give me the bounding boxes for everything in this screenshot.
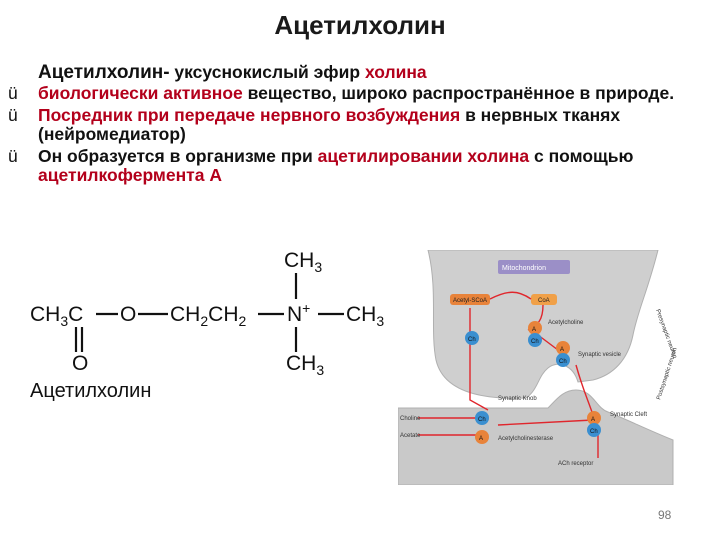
formula-nitrogen: N+ bbox=[287, 300, 310, 326]
synaptic-vesicle-molecule: A Ch bbox=[556, 341, 570, 367]
acetyl-scoa-label: Acetyl-SCoA bbox=[453, 298, 487, 304]
svg-text:A: A bbox=[532, 327, 536, 333]
formula-bottom-ch3: CH3 bbox=[286, 352, 324, 378]
definition-text: уксуснокислый эфир bbox=[169, 62, 365, 82]
choline-cleft: Ch bbox=[475, 411, 489, 425]
acetate-label: Acetate bbox=[400, 433, 421, 439]
definition-term: Ацетилхолин- bbox=[38, 62, 170, 83]
presynaptic-terminal bbox=[427, 250, 659, 399]
bullet-text: в нервных тканях (нейромедиатор) bbox=[38, 105, 621, 144]
checkmark-icon: ü bbox=[8, 146, 18, 166]
ach-molecule-top: A Ch bbox=[528, 321, 542, 347]
bullet-text: с помощью bbox=[529, 146, 634, 166]
checkmark-icon: ü bbox=[8, 83, 18, 103]
ach-in-cleft: A Ch bbox=[587, 411, 601, 437]
bullet-highlight: ацетилкофермента А bbox=[38, 165, 222, 185]
svg-text:A: A bbox=[591, 417, 595, 423]
mitochondrion-box bbox=[498, 260, 570, 274]
definition-highlight: холина bbox=[364, 62, 427, 82]
postsynaptic-neuron bbox=[398, 389, 674, 485]
svg-text:Ch: Ch bbox=[531, 339, 539, 345]
bullet-highlight: Посредник при передаче нервного возбужде… bbox=[38, 105, 461, 125]
bullet-item: ü биологически активное вещество, широко… bbox=[8, 84, 713, 103]
formula-caption: Ацетилхолин bbox=[30, 380, 151, 402]
svg-text:Ch: Ch bbox=[478, 417, 486, 423]
mitochondrion-label: Mitochondrion bbox=[502, 265, 546, 272]
formula-ester-oxygen: O bbox=[120, 303, 136, 326]
formula-ch3c: CH3C bbox=[30, 303, 83, 329]
acetylcholinesterase-label: Acetylcholinesterase bbox=[498, 436, 554, 442]
synaptic-vesicle-label: Synaptic vesicle bbox=[578, 352, 622, 358]
ach-receptor-label: ACh receptor bbox=[558, 461, 593, 467]
bullet-text: вещество, широко распространённое в прир… bbox=[242, 83, 675, 103]
svg-text:A: A bbox=[560, 347, 564, 353]
synaptic-cleft-label: Synaptic Cleft bbox=[610, 412, 647, 418]
slide-title: Ацетилхолин bbox=[274, 10, 446, 40]
formula-right-ch3: CH3 bbox=[346, 303, 384, 329]
acetylcholine-structural-formula: CH3 CH3C O CH2CH2 N+ CH3 CH3 O Ацетилхол… bbox=[30, 249, 384, 402]
formula-top-ch3: CH3 bbox=[284, 249, 322, 275]
bullet-highlight: ацетилировании холина bbox=[317, 146, 530, 166]
synaptic-knob-label: Synaptic Knob bbox=[498, 396, 537, 402]
svg-text:Ch: Ch bbox=[559, 359, 567, 365]
svg-text:A: A bbox=[479, 436, 483, 442]
formula-carbonyl-oxygen: O bbox=[72, 352, 88, 375]
page-number: 98 bbox=[658, 508, 672, 522]
postsynaptic-label: Postsynaptic neuron bbox=[656, 347, 679, 401]
formula-bonds bbox=[74, 273, 344, 352]
acetylcholine-label: Acetylcholine bbox=[548, 320, 584, 326]
definition-line: Ацетилхолин- уксуснокислый эфир холина bbox=[38, 62, 427, 84]
svg-text:Ch: Ch bbox=[590, 429, 598, 435]
coa-box bbox=[531, 294, 557, 305]
choline-molecule-left: Ch bbox=[465, 331, 479, 345]
formula-ch2ch2: CH2CH2 bbox=[170, 303, 246, 329]
bullet-item: ü Он образуется в организме при ацетилир… bbox=[8, 147, 713, 185]
bullet-item: ü Посредник при передаче нервного возбуж… bbox=[8, 106, 713, 144]
acetate-cleft: A bbox=[475, 430, 489, 444]
bullet-highlight: биологически активное bbox=[38, 83, 243, 103]
bullet-text: Он образуется в организме при bbox=[38, 146, 318, 166]
choline-label: Choline bbox=[400, 416, 421, 422]
coa-label: CoA bbox=[538, 298, 550, 304]
bullet-list: ü биологически активное вещество, широко… bbox=[8, 84, 713, 188]
acetyl-scoa-box bbox=[450, 294, 490, 305]
checkmark-icon: ü bbox=[8, 105, 18, 125]
synapse-diagram: Mitochondrion Acetyl-SCoA CoA A Ch Ch A … bbox=[398, 250, 679, 485]
svg-text:Ch: Ch bbox=[468, 337, 476, 343]
